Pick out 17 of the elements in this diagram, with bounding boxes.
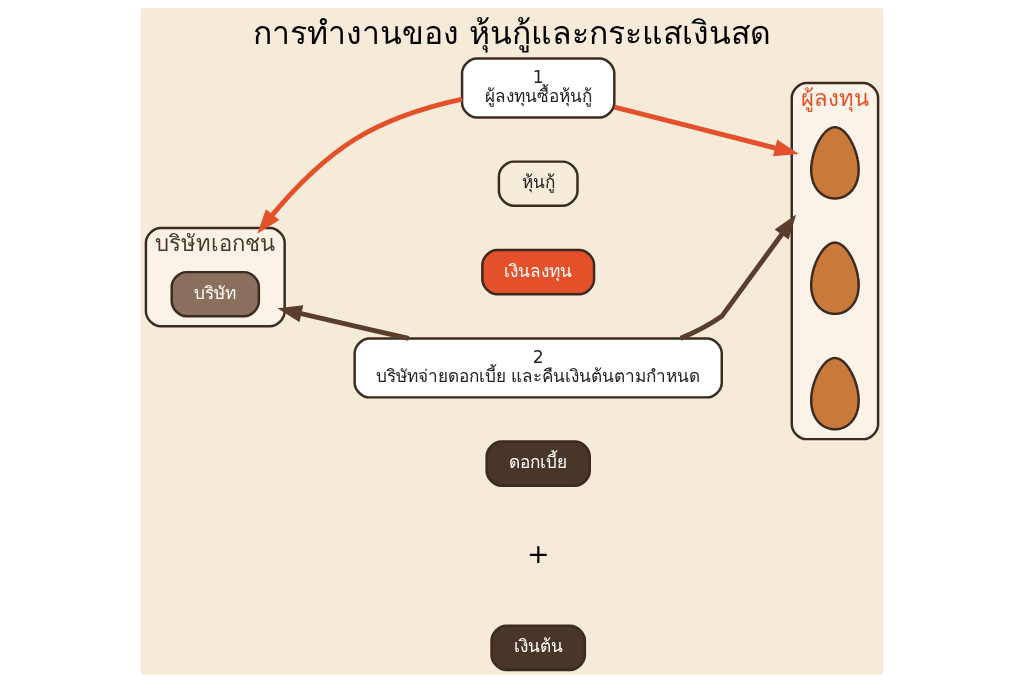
node-box: บริษัท bbox=[170, 270, 261, 318]
node-person bbox=[809, 356, 860, 431]
diagram-title: การทำงานของ หุ้นกู้และกระแสเงินสด bbox=[252, 13, 772, 52]
node-box: หุ้นกู้ bbox=[497, 160, 579, 208]
node-box: ดอกเบี้ย bbox=[485, 440, 591, 487]
node-person bbox=[809, 241, 860, 316]
label: + bbox=[526, 537, 550, 569]
arrow bbox=[257, 96, 463, 234]
cluster: ผู้ลงทุน bbox=[790, 81, 880, 441]
arrow bbox=[277, 305, 410, 341]
node-box: เงินลงทุน bbox=[481, 248, 596, 296]
node-box: 1 ผู้ลงทุนซื้อหุ้นกู้ bbox=[460, 57, 616, 119]
node-box: เงินต้น bbox=[490, 624, 587, 672]
node-box: 2 บริษัทจ่ายดอกเบี้ย และคืนเงินต้นตามกำหนด bbox=[353, 337, 723, 399]
arrow bbox=[613, 104, 799, 157]
arrow bbox=[679, 214, 797, 341]
node-person bbox=[809, 126, 860, 200]
